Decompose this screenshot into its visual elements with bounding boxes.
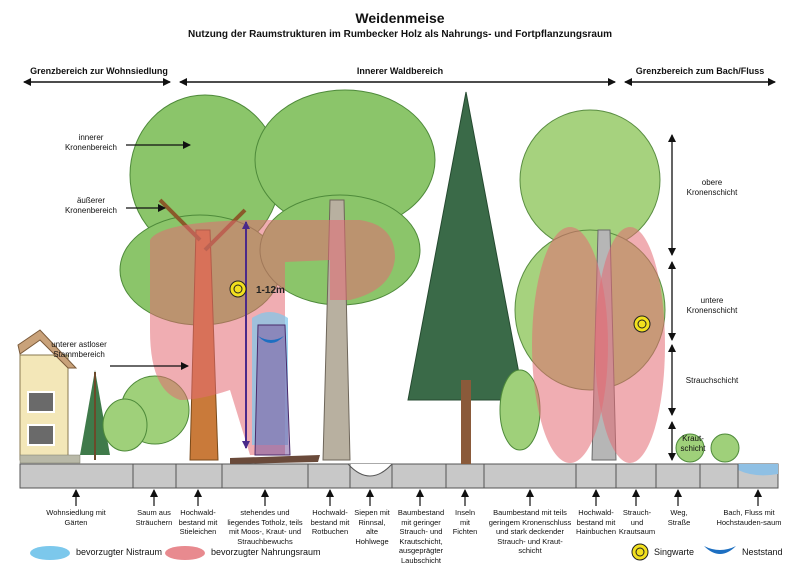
bottom-label-tree-stand-shrub: Baumbestand mit teils geringem Kronensch… — [488, 508, 572, 555]
neststand-icon — [258, 336, 284, 343]
bottom-label-deadwood: stehendes und liegendes Totholz, teils m… — [227, 508, 303, 546]
legend-nest-swatch — [30, 546, 70, 560]
bottom-label-arrows — [72, 489, 762, 506]
bottom-label-stream: Bach, Fluss mit Hochstauden-saum — [716, 508, 782, 527]
legend-singwarte-label: Singwarte — [654, 547, 695, 557]
shrubs-right — [499, 369, 740, 463]
zone-label-right: Grenzbereich zum Bach/Fluss — [635, 66, 765, 76]
house-illustration — [17, 329, 81, 464]
legend-food-swatch — [165, 546, 205, 560]
label-outer-crown: äußerer Kronenbereich — [64, 196, 118, 215]
ground-dividers — [132, 464, 739, 488]
legend-food-label: bevorzugter Nahrungsraum — [211, 547, 321, 557]
legend-neststand-label: Neststand — [742, 547, 783, 557]
label-herb-layer: Kraut-schicht — [680, 434, 706, 453]
label-lower-crown: untere Kronenschicht — [686, 296, 738, 315]
zone-label-middle: Innerer Waldbereich — [356, 66, 444, 76]
bottom-label-tree-stand-leaf: Baumbestand mit geringer Strauch- und Kr… — [397, 508, 445, 565]
page-title: Weidenmeise — [355, 10, 445, 26]
bottom-label-settlement: Wohnsiedlung mit Gärten — [46, 508, 106, 527]
legend-nest-label: bevorzugter Nistraum — [76, 547, 163, 557]
bottom-label-herb-margin: Strauch- und Krautsaum — [618, 508, 656, 536]
singwarte-icon — [229, 280, 247, 298]
tall-spruce — [407, 91, 525, 464]
height-label: 1-12m — [256, 285, 285, 296]
bottom-label-road: Weg, Straße — [667, 508, 691, 527]
bottom-label-spruce-islands: Inseln mit Fichten — [452, 508, 478, 536]
label-upper-crown: obere Kronenschicht — [686, 178, 738, 197]
bottom-label-hornbeam-forest: Hochwald-bestand mit Hainbuchen — [575, 508, 617, 536]
label-lower-trunk: unterer astloser Stammbereich — [51, 340, 107, 359]
label-inner-crown: innerer Kronenbereich — [64, 133, 118, 152]
legend-neststand-icon — [704, 546, 736, 554]
page-subtitle: Nutzung der Raumstrukturen im Rumbecker … — [188, 29, 612, 40]
singwarte-icon — [633, 315, 651, 333]
legend-singwarte-icon — [631, 543, 649, 561]
bottom-label-beech-forest: Hochwald-bestand mit Rotbuchen — [310, 508, 350, 536]
zone-label-left: Grenzbereich zur Wohnsiedlung — [30, 66, 168, 76]
small-spruce — [80, 370, 110, 460]
bottom-label-oak-forest: Hochwald-bestand mit Stieleichen — [178, 508, 218, 536]
bottom-label-ravine: Siepen mit Rinnsal, alte Hohlwege — [354, 508, 390, 546]
ground-band — [19, 463, 779, 489]
label-shrub-layer: Strauchschicht — [685, 376, 739, 385]
left-label-arrows — [110, 141, 191, 370]
dead-wood — [230, 324, 320, 464]
bottom-label-shrub-margin: Saum aus Sträuchern — [135, 508, 173, 527]
